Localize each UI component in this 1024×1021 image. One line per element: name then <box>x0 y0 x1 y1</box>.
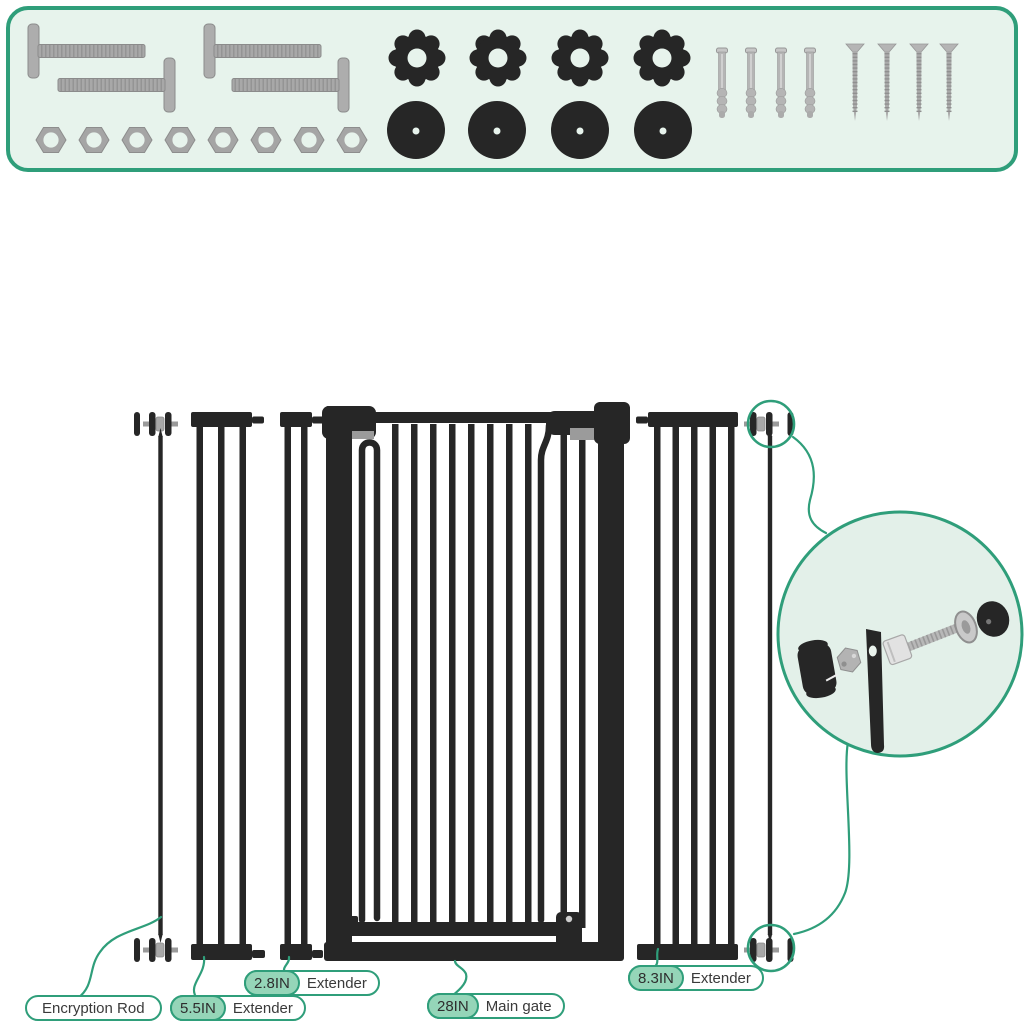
callout-circle-bottom <box>746 923 796 973</box>
label-encryption-rod-text: Encryption Rod <box>42 999 145 1017</box>
label-extender-5-5-text: Extender <box>232 999 293 1017</box>
gate-door-bottom-rail <box>352 922 582 936</box>
exploded-assembly <box>797 601 1010 753</box>
rod-flat-end-icon <box>866 629 885 753</box>
rod-end-plate <box>134 412 140 436</box>
label-extender-5-5-size: 5.5IN <box>170 995 226 1021</box>
gate-hinge-block <box>556 912 582 950</box>
rod-end-plate <box>134 938 140 962</box>
extender-5-5in <box>191 412 265 960</box>
label-main-gate-size: 28IN <box>427 993 479 1019</box>
gate-door-hinge-bar <box>358 439 381 924</box>
gate-bar <box>449 424 456 928</box>
spinner-knob-icon <box>551 29 609 87</box>
gate-bar <box>525 424 532 928</box>
gate-bar <box>468 424 475 928</box>
leader-encryption-rod <box>76 915 163 1000</box>
encryption-rod-left <box>134 411 179 963</box>
label-main-gate: 28IN Main gate <box>427 993 565 1019</box>
label-main-gate-text: Main gate <box>485 997 552 1015</box>
spinner-knob-icon <box>388 29 446 87</box>
spinner-knob-icon <box>633 29 691 87</box>
label-extender-8-3: 8.3IN Extender <box>628 965 764 991</box>
callout-detail <box>746 399 1024 973</box>
wall-cup-side-icon <box>976 601 1010 637</box>
gate-bar <box>430 424 437 928</box>
encryption-rod-right <box>743 411 794 963</box>
bolt-shaft-icon <box>882 601 1010 666</box>
leader-main-gate <box>450 959 468 998</box>
hardware-panel <box>6 6 1018 172</box>
gate-bottom-rail <box>324 942 624 961</box>
gate-left-post <box>326 406 352 948</box>
callout-circle-top <box>746 399 796 449</box>
gate-bar <box>560 424 567 928</box>
gate-bar <box>579 424 586 928</box>
gate-door-latch-bar <box>537 422 553 924</box>
wall-cup-icon <box>387 101 445 159</box>
leader-extender-5-5 <box>193 955 206 999</box>
extender-8-3in <box>636 412 738 960</box>
wall-cup-icon <box>551 101 609 159</box>
label-extender-2-8-text: Extender <box>306 974 367 992</box>
extender-2-8in <box>280 412 324 960</box>
spinner-knob-side-icon <box>797 639 838 699</box>
label-extender-5-5: 5.5IN Extender <box>170 995 306 1021</box>
gate-bar <box>392 424 399 928</box>
label-extender-2-8-size: 2.8IN <box>244 970 300 996</box>
label-extender-8-3-text: Extender <box>690 969 751 987</box>
label-encryption-rod: Encryption Rod <box>25 995 162 1021</box>
wall-cup-icon <box>634 101 692 159</box>
gate-bar <box>411 424 418 928</box>
gate-bar <box>506 424 513 928</box>
gate-top-rail <box>352 412 598 423</box>
label-extender-8-3-size: 8.3IN <box>628 965 684 991</box>
callout-connector-top <box>791 435 828 535</box>
hex-nut-3d-icon <box>836 647 862 673</box>
main-gate <box>322 402 630 961</box>
gate-right-post <box>598 402 624 948</box>
zoom-detail-circle <box>776 510 1024 758</box>
spinner-knob-icon <box>469 29 527 87</box>
gate-top-right-housing <box>594 402 630 444</box>
gate-bar <box>487 424 494 928</box>
wall-cup-icon <box>468 101 526 159</box>
gate-top-left-housing <box>322 406 376 439</box>
label-extender-2-8: 2.8IN Extender <box>244 970 380 996</box>
callout-connector-bottom <box>792 740 851 936</box>
